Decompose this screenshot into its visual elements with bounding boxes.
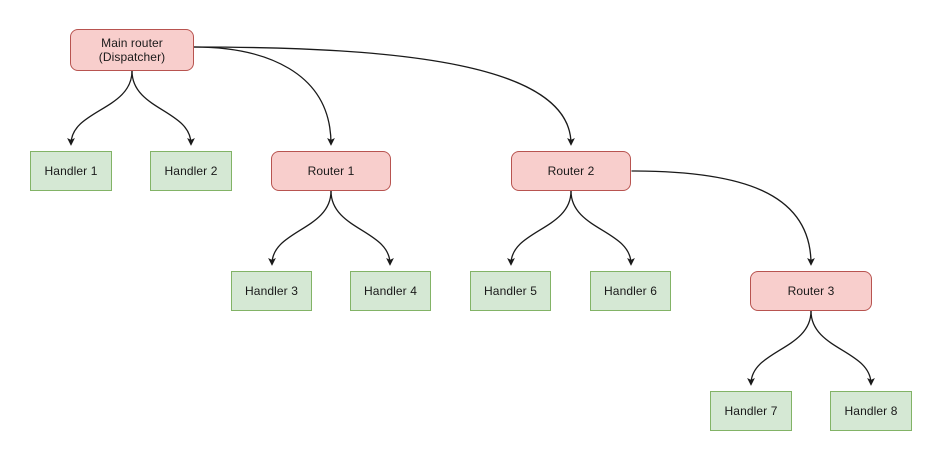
edge-router-2-to-handler-6 bbox=[570, 190, 635, 266]
node-handler-1[interactable]: Handler 1 bbox=[30, 151, 112, 191]
edge-router-3-to-handler-8 bbox=[810, 310, 875, 386]
edge-main-to-handler-2 bbox=[131, 70, 195, 146]
node-label-handler-3: Handler 3 bbox=[245, 284, 298, 298]
node-label-handler-4: Handler 4 bbox=[364, 284, 417, 298]
node-label-handler-1: Handler 1 bbox=[44, 164, 98, 178]
node-handler-2[interactable]: Handler 2 bbox=[150, 151, 232, 191]
edge-router-2-to-handler-5 bbox=[507, 190, 572, 266]
edge-router-1-to-handler-3 bbox=[268, 190, 332, 266]
edge-main-to-router-2 bbox=[193, 46, 575, 146]
node-label-handler-7: Handler 7 bbox=[724, 404, 778, 418]
node-label-router-3: Router 3 bbox=[787, 284, 835, 298]
node-label-router-1: Router 1 bbox=[307, 164, 355, 178]
node-handler-7[interactable]: Handler 7 bbox=[710, 391, 792, 431]
node-handler-6[interactable]: Handler 6 bbox=[590, 271, 671, 311]
node-label-router-2: Router 2 bbox=[547, 164, 595, 178]
node-router-2[interactable]: Router 2 bbox=[511, 151, 631, 191]
node-label-handler-6: Handler 6 bbox=[604, 284, 657, 298]
node-handler-4[interactable]: Handler 4 bbox=[350, 271, 431, 311]
node-main-router[interactable]: Main router (Dispatcher) bbox=[70, 29, 194, 71]
edge-router-2-to-router-3 bbox=[631, 170, 815, 266]
node-router-3[interactable]: Router 3 bbox=[750, 271, 872, 311]
edge-router-3-to-handler-7 bbox=[747, 310, 812, 386]
edge-router-1-to-handler-4 bbox=[330, 190, 394, 266]
edge-main-to-router-1 bbox=[193, 46, 335, 146]
node-label-handler-8: Handler 8 bbox=[844, 404, 898, 418]
node-label-handler-2: Handler 2 bbox=[164, 164, 218, 178]
node-label-handler-5: Handler 5 bbox=[484, 284, 537, 298]
node-router-1[interactable]: Router 1 bbox=[271, 151, 391, 191]
node-handler-3[interactable]: Handler 3 bbox=[231, 271, 312, 311]
node-handler-8[interactable]: Handler 8 bbox=[830, 391, 912, 431]
node-handler-5[interactable]: Handler 5 bbox=[470, 271, 551, 311]
edges-group bbox=[67, 46, 875, 386]
node-label-main-router: Main router (Dispatcher) bbox=[98, 36, 166, 64]
edge-main-to-handler-1 bbox=[67, 70, 133, 146]
